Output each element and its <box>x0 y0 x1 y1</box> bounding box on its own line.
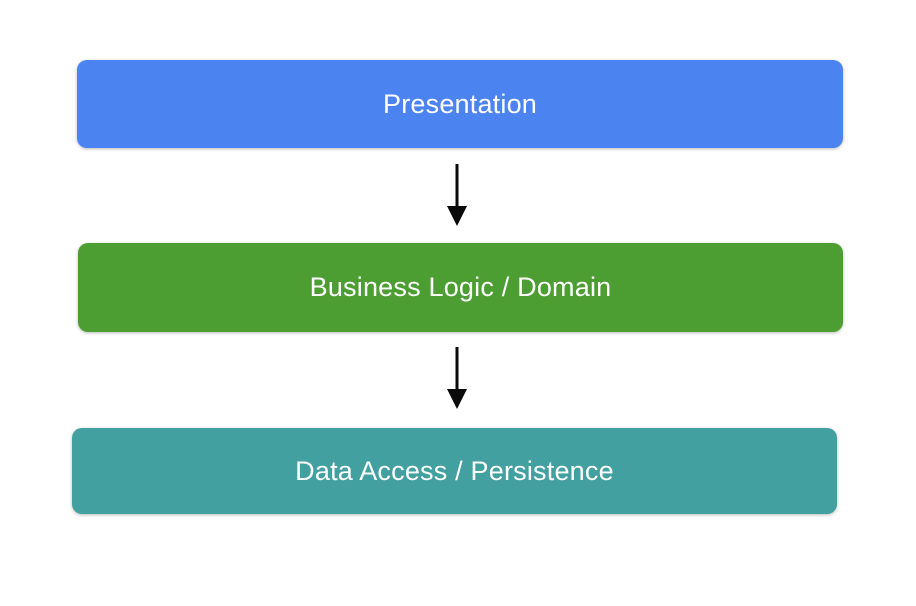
layer-label-data-access: Data Access / Persistence <box>295 455 614 486</box>
down-arrow-icon <box>447 164 467 226</box>
layer-label-presentation: Presentation <box>383 88 537 119</box>
down-arrow-icon <box>447 347 467 409</box>
layer-node-presentation: Presentation <box>77 60 843 148</box>
layer-node-data-access: Data Access / Persistence <box>72 428 837 514</box>
layer-node-business-logic: Business Logic / Domain <box>78 243 843 332</box>
layer-label-business-logic: Business Logic / Domain <box>309 272 612 302</box>
